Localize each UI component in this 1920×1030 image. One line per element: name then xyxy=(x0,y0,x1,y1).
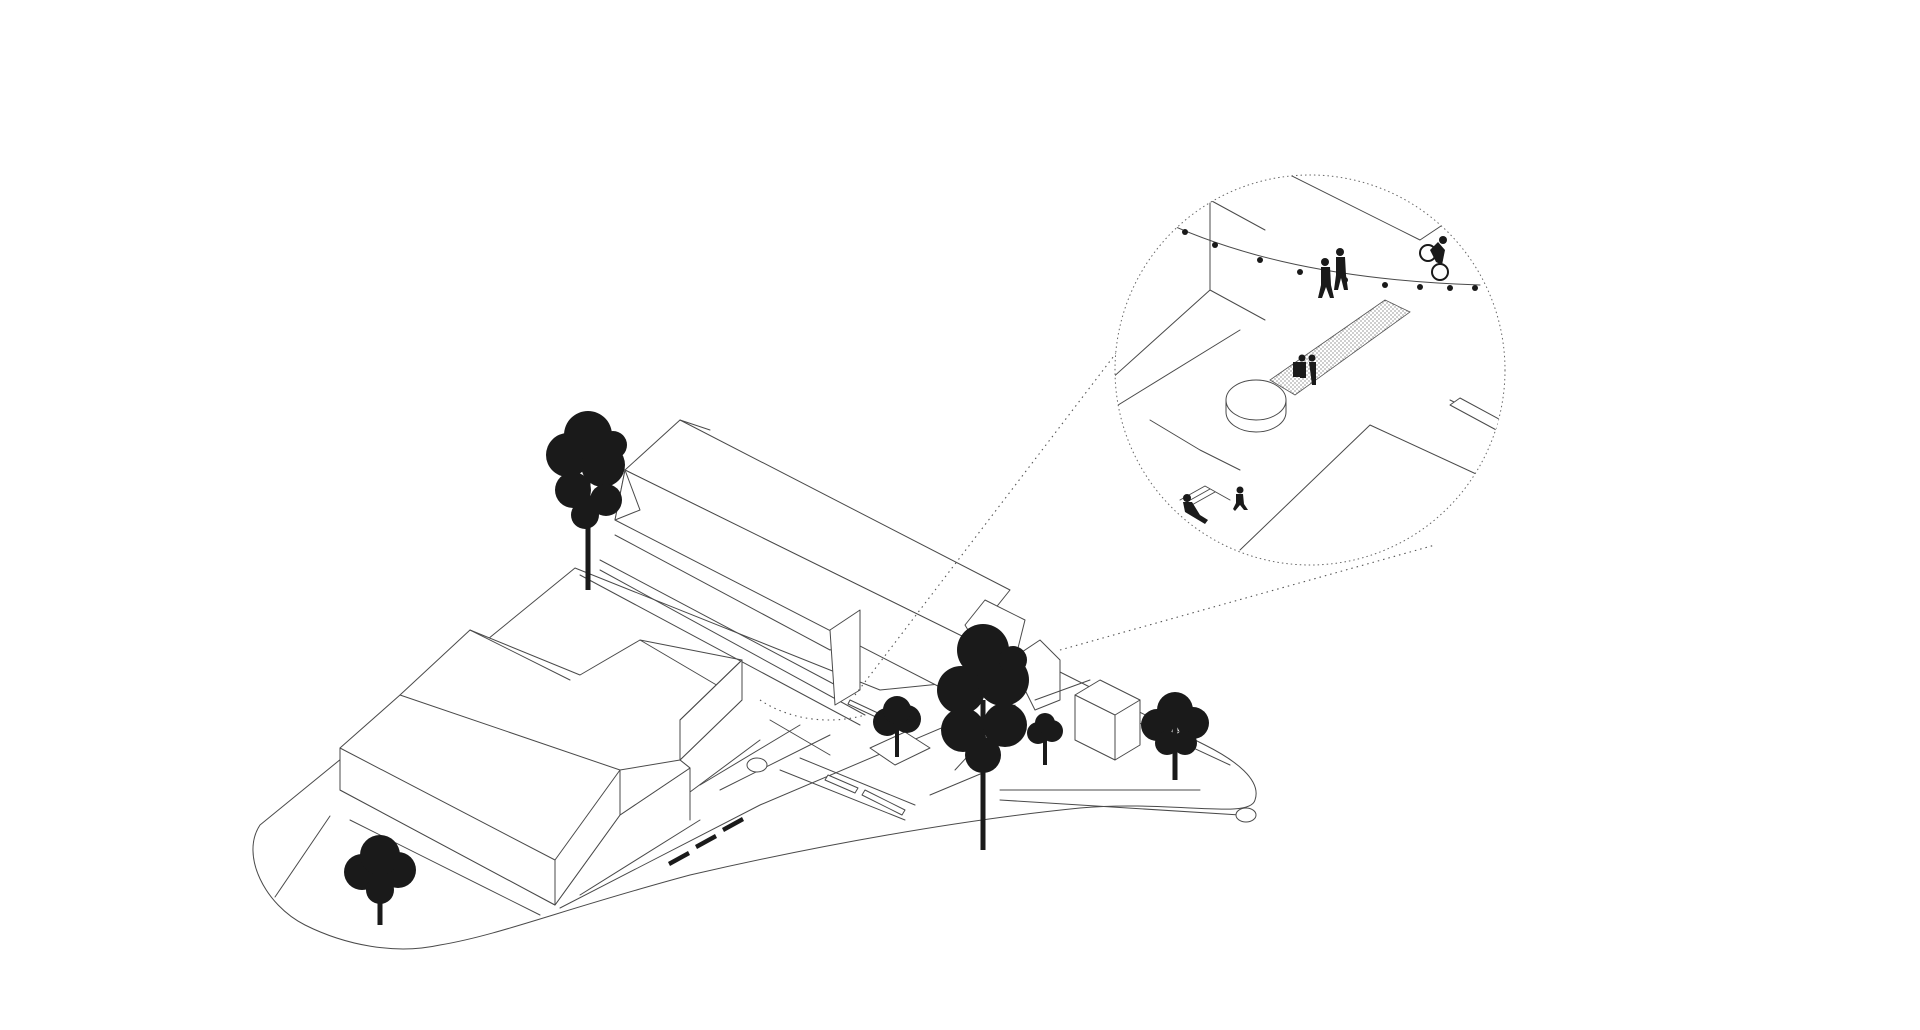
large-block-building xyxy=(339,629,743,906)
tree-icon xyxy=(937,624,1029,850)
small-east-building xyxy=(1074,679,1141,761)
couple-walking xyxy=(1318,248,1348,298)
magnified-plaza-detail xyxy=(1114,174,1506,566)
tree-icon xyxy=(546,411,627,590)
person-on-bench xyxy=(1179,485,1231,524)
people-at-stand xyxy=(1293,354,1316,385)
cyclist xyxy=(1419,236,1449,281)
street-furniture xyxy=(668,699,1257,866)
callout-leader-lines xyxy=(854,347,1436,696)
site-boundary xyxy=(252,567,1257,950)
tree-icon xyxy=(344,835,416,925)
tree-icon xyxy=(873,696,921,757)
tree-icon xyxy=(1141,692,1209,780)
street-lines xyxy=(274,569,1241,916)
tree-icon xyxy=(1027,713,1063,765)
child-running xyxy=(1233,486,1248,511)
string-lights xyxy=(759,699,866,721)
